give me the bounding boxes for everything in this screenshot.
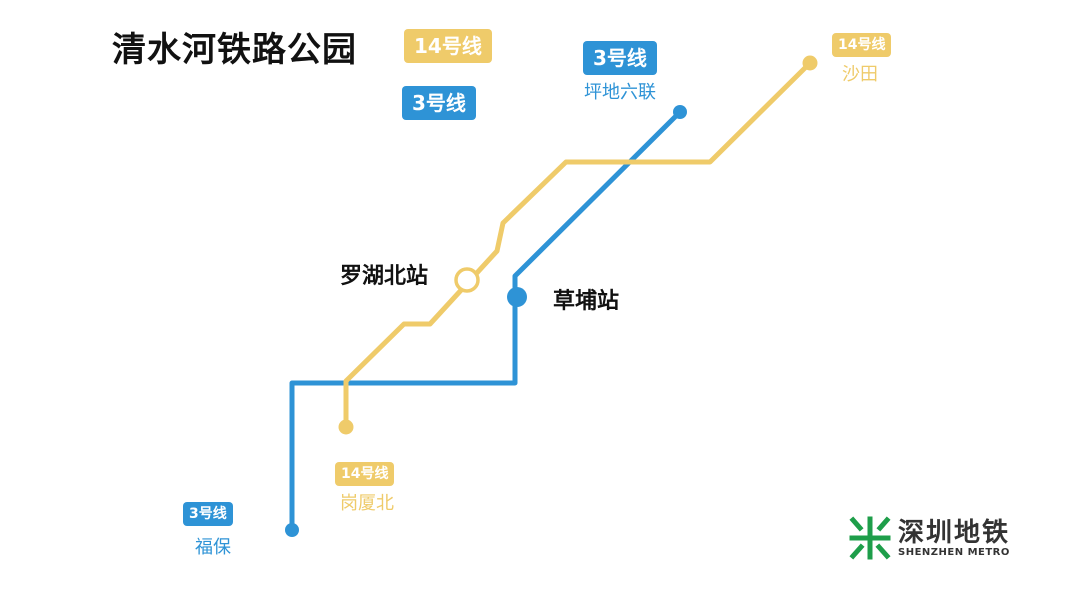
luohu-north-station-marker[interactable] (454, 267, 480, 293)
logo-english-name: SHENZHEN METRO (898, 546, 1010, 558)
line-3-route (289, 109, 683, 533)
legend-line-3-badge: 3号线 (402, 86, 476, 120)
shenzhen-metro-logo: 深圳地铁 SHENZHEN METRO (848, 516, 1010, 560)
pingdi-station-label[interactable]: 坪地六联 (584, 82, 656, 103)
caopu-station-marker[interactable] (507, 287, 527, 307)
logo-chinese-name: 深圳地铁 (898, 517, 1011, 548)
caopu-station-label[interactable]: 草埔站 (553, 289, 620, 314)
fubao-line-badge: 3号线 (183, 502, 233, 526)
fubao-station-label[interactable]: 福保 (195, 537, 231, 558)
map-title: 清水河铁路公园 (112, 30, 357, 70)
pingdi-line-badge: 3号线 (583, 41, 657, 75)
pingdi-terminal-dot[interactable] (673, 105, 687, 119)
luohu-north-station-label[interactable]: 罗湖北站 (340, 264, 429, 289)
gangxiabei-line-badge: 14号线 (335, 462, 395, 486)
legend-line-14-badge: 14号线 (404, 29, 492, 63)
shenzhen-metro-logo-icon (849, 516, 891, 560)
gangxiabei-station-label[interactable]: 岗厦北 (340, 493, 394, 514)
shatian-station-label[interactable]: 沙田 (842, 64, 878, 85)
shatian-line-badge: 14号线 (832, 33, 892, 57)
line-14-route (343, 60, 813, 430)
gangxiabei-terminal-dot[interactable] (338, 419, 354, 435)
fubao-terminal-dot[interactable] (285, 523, 299, 537)
shatian-terminal-dot[interactable] (802, 55, 818, 71)
